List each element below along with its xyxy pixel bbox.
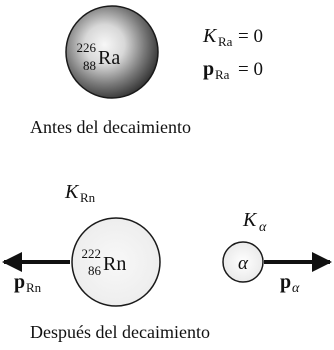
rn-kinetic-energy-symbol: K (64, 181, 80, 203)
radon-nucleus: 222 86 Rn (71, 217, 161, 307)
rn-momentum-subscript: Rn (26, 280, 42, 295)
alpha-momentum-subscript: α (292, 281, 300, 296)
alpha-symbol: α (238, 253, 249, 274)
rn-mass-number: 222 (82, 246, 102, 261)
ra-kinetic-energy-subscript: Ra (218, 34, 233, 49)
after-caption: Después del decaimiento (30, 322, 210, 342)
rn-symbol: Rn (103, 253, 126, 275)
ra-kinetic-energy-symbol: K (202, 25, 218, 47)
ra-atomic-number: 88 (83, 58, 96, 73)
ra-momentum-label: p Ra = 0 (203, 58, 263, 82)
ra-momentum-symbol: p (203, 58, 214, 80)
ra-symbol: Ra (98, 47, 120, 69)
alpha-kinetic-energy-label: K α (242, 209, 267, 235)
alpha-kinetic-energy-symbol: K (242, 209, 258, 231)
alpha-momentum-symbol: p (280, 271, 291, 293)
rn-kinetic-energy-subscript: Rn (80, 190, 96, 205)
before-caption: Antes del decaimiento (30, 117, 191, 137)
rn-atomic-number: 86 (88, 263, 102, 278)
radium-nucleus: 226 88 Ra (65, 5, 159, 99)
ra-momentum-subscript: Ra (215, 67, 230, 82)
alpha-momentum-label: p α (280, 271, 300, 296)
ra-kinetic-energy-value: = 0 (238, 26, 263, 47)
rn-momentum-symbol: p (14, 271, 25, 293)
alpha-kinetic-energy-subscript: α (259, 220, 267, 235)
alpha-particle: α (222, 241, 264, 283)
ra-kinetic-energy-label: K Ra = 0 (202, 25, 263, 49)
rn-momentum-label: p Rn (14, 271, 42, 295)
ra-mass-number: 226 (77, 40, 97, 55)
ra-momentum-value: = 0 (238, 59, 263, 80)
rn-kinetic-energy-label: K Rn (64, 181, 96, 205)
